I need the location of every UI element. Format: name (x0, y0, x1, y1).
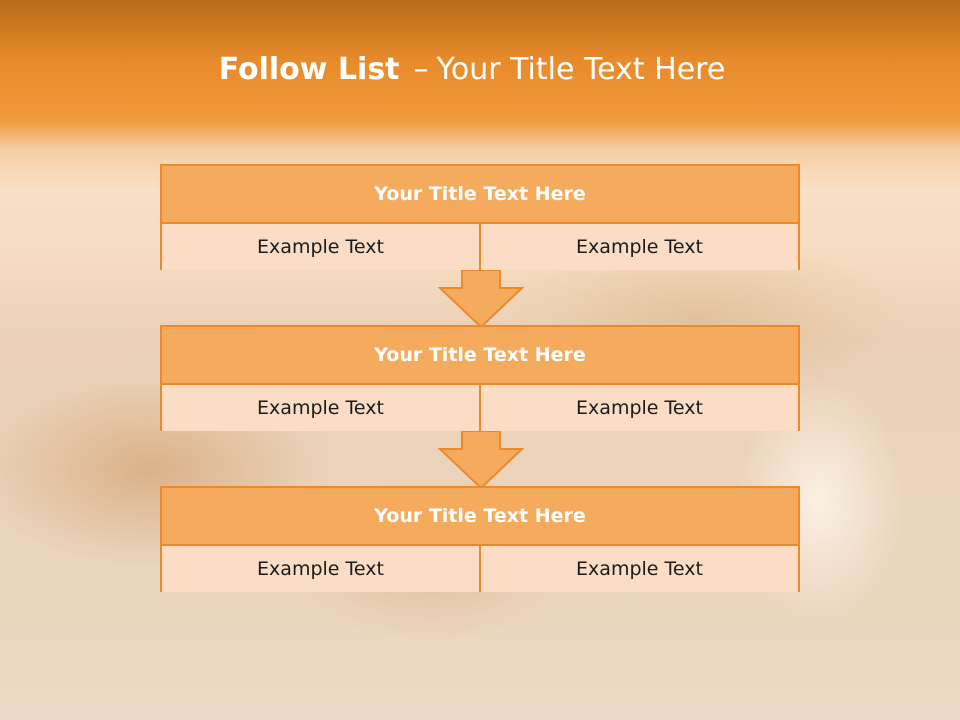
block-cell-right: Example Text (479, 546, 798, 592)
slide-title-separator: – (413, 52, 429, 87)
list-block-1: Your Title Text Here Example Text Exampl… (160, 164, 800, 270)
block-row: Example Text Example Text (162, 385, 798, 431)
slide-title-rest: Your Title Text Here (436, 52, 726, 87)
title-banner (0, 0, 960, 190)
list-block-2: Your Title Text Here Example Text Exampl… (160, 325, 800, 431)
block-cell-left: Example Text (162, 385, 479, 431)
block-cell-left: Example Text (162, 546, 479, 592)
block-cell-left: Example Text (162, 224, 479, 270)
block-row: Example Text Example Text (162, 546, 798, 592)
block-title: Your Title Text Here (162, 166, 798, 224)
block-title: Your Title Text Here (162, 488, 798, 546)
down-arrow-icon (438, 431, 524, 489)
block-row: Example Text Example Text (162, 224, 798, 270)
list-block-3: Your Title Text Here Example Text Exampl… (160, 486, 800, 592)
block-cell-right: Example Text (479, 385, 798, 431)
slide-title-bold: Follow List (218, 52, 400, 87)
block-title: Your Title Text Here (162, 327, 798, 385)
down-arrow-icon (438, 270, 524, 328)
slide-title: Follow List–Your Title Text Here (0, 52, 944, 87)
block-cell-right: Example Text (479, 224, 798, 270)
